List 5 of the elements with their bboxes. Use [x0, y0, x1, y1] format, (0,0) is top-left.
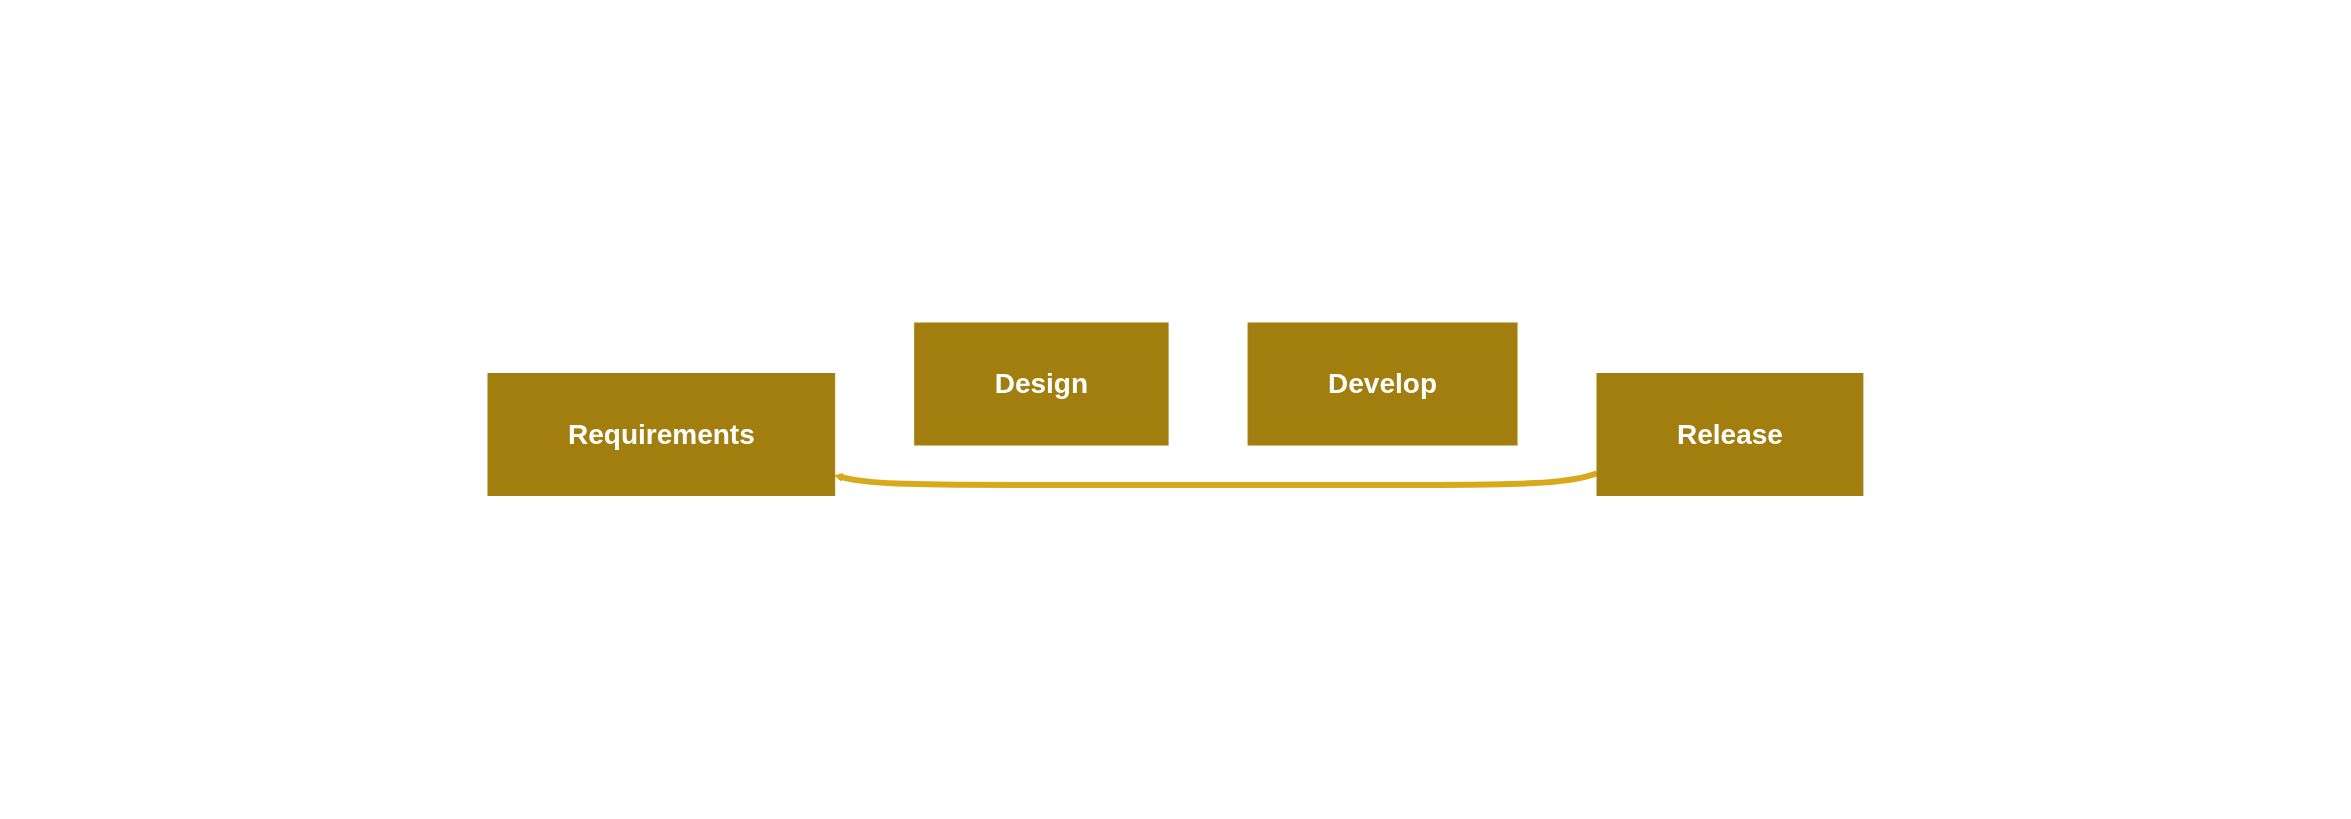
node-box: Release — [1596, 373, 1864, 497]
node-box: Develop — [1247, 322, 1518, 446]
arrow — [834, 470, 1598, 489]
node-box: Design — [914, 322, 1169, 446]
node-box: Requirements — [487, 373, 836, 497]
